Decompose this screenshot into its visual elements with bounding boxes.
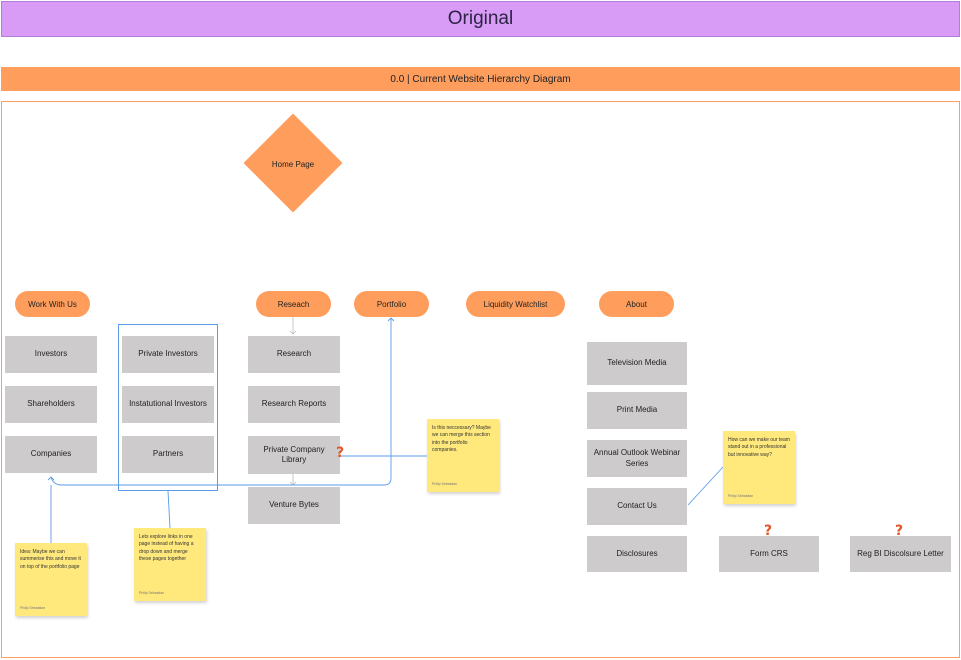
sticky-note-text: How can we make our team stand out in a … xyxy=(728,437,790,458)
page-research-reports[interactable]: Research Reports xyxy=(248,386,340,423)
page-reg-bi-disclosure-letter[interactable]: Reg BI Discolsure Letter xyxy=(850,536,951,572)
sticky-note-author: Philip Sebastian xyxy=(432,481,458,486)
page-annual-outlook-webinar[interactable]: Annual Outlook Webinar Series xyxy=(587,440,687,477)
page-print-media[interactable]: Print Media xyxy=(587,392,687,429)
page-institutional-investors[interactable]: Instatutional Investors xyxy=(122,386,214,423)
question-mark-icon: ? xyxy=(895,523,904,539)
nav-about[interactable]: About xyxy=(599,291,674,317)
connector-note2 xyxy=(167,490,171,529)
page-banner: Original xyxy=(1,1,960,37)
sticky-note-text: Lets explore links in one page instead o… xyxy=(139,534,194,562)
page-research[interactable]: Research xyxy=(248,336,340,373)
page-companies[interactable]: Companies xyxy=(5,436,97,473)
sticky-note[interactable]: How can we make our team stand out in a … xyxy=(723,431,795,504)
page-title: Original xyxy=(447,8,514,29)
page-shareholders[interactable]: Shareholders xyxy=(5,386,97,423)
page-disclosures[interactable]: Disclosures xyxy=(587,536,687,572)
connector-companies-portfolio xyxy=(50,318,392,486)
arrowhead xyxy=(289,330,297,335)
page-contact-us[interactable]: Contact Us xyxy=(587,488,687,525)
sticky-note[interactable]: Is this neccessary? Maybe we can merge t… xyxy=(427,419,499,492)
group-frame xyxy=(118,324,218,491)
sticky-note-author: Philip Sebastian xyxy=(139,590,165,595)
sticky-note[interactable]: Idea: Maybe we can summerise this and mo… xyxy=(15,543,87,616)
connector-note4 xyxy=(687,466,724,506)
sticky-note-text: Idea: Maybe we can summerise this and mo… xyxy=(20,549,81,570)
sticky-note-author: Philip Sebastian xyxy=(20,605,46,610)
question-mark-icon: ? xyxy=(336,445,345,461)
sticky-note-text: Is this neccessary? Maybe we can merge t… xyxy=(432,425,491,453)
nav-work-with-us[interactable]: Work With Us xyxy=(15,291,90,317)
page-partners[interactable]: Partners xyxy=(122,436,214,473)
arrowhead xyxy=(387,317,395,322)
section-title: 0.0 | Current Website Hierarchy Diagram xyxy=(390,73,571,85)
nav-research[interactable]: Reseach xyxy=(256,291,331,317)
page-private-investors[interactable]: Private Investors xyxy=(122,336,214,373)
page-private-company-library[interactable]: Private Company Library xyxy=(248,436,340,474)
arrowhead xyxy=(47,476,55,481)
page-venture-bytes[interactable]: Venture Bytes xyxy=(248,487,340,524)
page-investors[interactable]: Investors xyxy=(5,336,97,373)
sticky-note[interactable]: Lets explore links in one page instead o… xyxy=(134,528,206,601)
page-television-media[interactable]: Television Media xyxy=(587,342,687,385)
section-header: 0.0 | Current Website Hierarchy Diagram xyxy=(1,67,960,91)
question-mark-icon: ? xyxy=(764,523,773,539)
nav-liquidity-watchlist[interactable]: Liquidity Watchlist xyxy=(466,291,565,317)
sticky-note-author: Philip Sebastian xyxy=(728,493,754,498)
page-form-crs[interactable]: Form CRS xyxy=(719,536,819,572)
home-page-label: Home Page xyxy=(271,159,315,169)
nav-portfolio[interactable]: Portfolio xyxy=(354,291,429,317)
